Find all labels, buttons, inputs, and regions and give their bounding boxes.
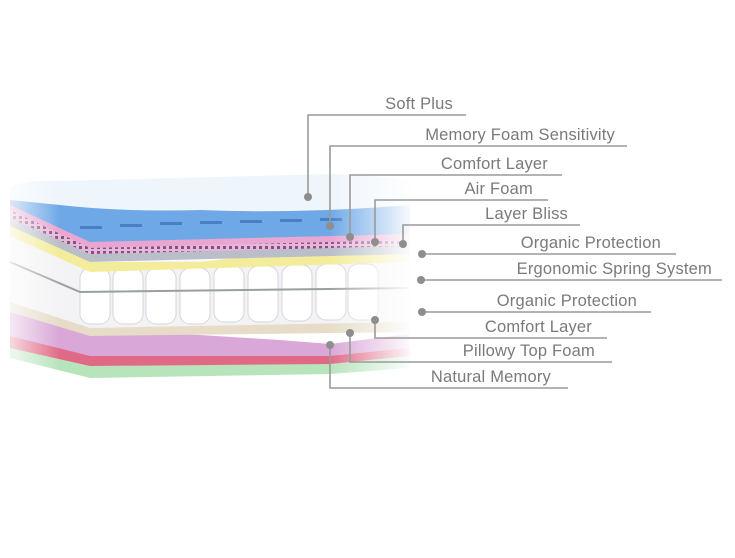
layer-label: Comfort Layer	[484, 318, 592, 336]
layer-label: Natural Memory	[430, 368, 551, 386]
leader-line	[374, 320, 607, 339]
callout-dot	[399, 240, 407, 248]
leader-line	[329, 345, 568, 389]
layer-label: Pillowy Top Foam	[462, 342, 595, 360]
leader-line	[374, 199, 548, 242]
layer-label: Ergonomic Spring System	[516, 260, 712, 278]
layer-label: Organic Protection	[496, 292, 637, 310]
callout-dot	[304, 193, 312, 201]
layer-label: Air Foam	[464, 180, 533, 198]
callout-dot	[418, 250, 426, 258]
callout-dot	[371, 316, 379, 324]
callout-dot	[346, 233, 354, 241]
mattress-layers	[0, 160, 415, 390]
leader-line	[329, 145, 627, 226]
layer-label: Memory Foam Sensitivity	[425, 126, 615, 144]
callout-dot	[326, 222, 334, 230]
callout-dot	[346, 329, 354, 337]
layer-label: Comfort Layer	[440, 155, 548, 173]
callout-dot	[417, 276, 425, 284]
leader-line	[307, 114, 466, 197]
leader-line	[349, 333, 612, 363]
leader-line	[402, 224, 580, 244]
layer-label: Organic Protection	[520, 234, 661, 252]
callout-dot	[418, 308, 426, 316]
leader-line	[349, 174, 562, 237]
callout-dot	[326, 341, 334, 349]
layer-label: Soft Plus	[385, 95, 453, 113]
layer-label: Layer Bliss	[485, 205, 568, 223]
callout-dot	[371, 238, 379, 246]
